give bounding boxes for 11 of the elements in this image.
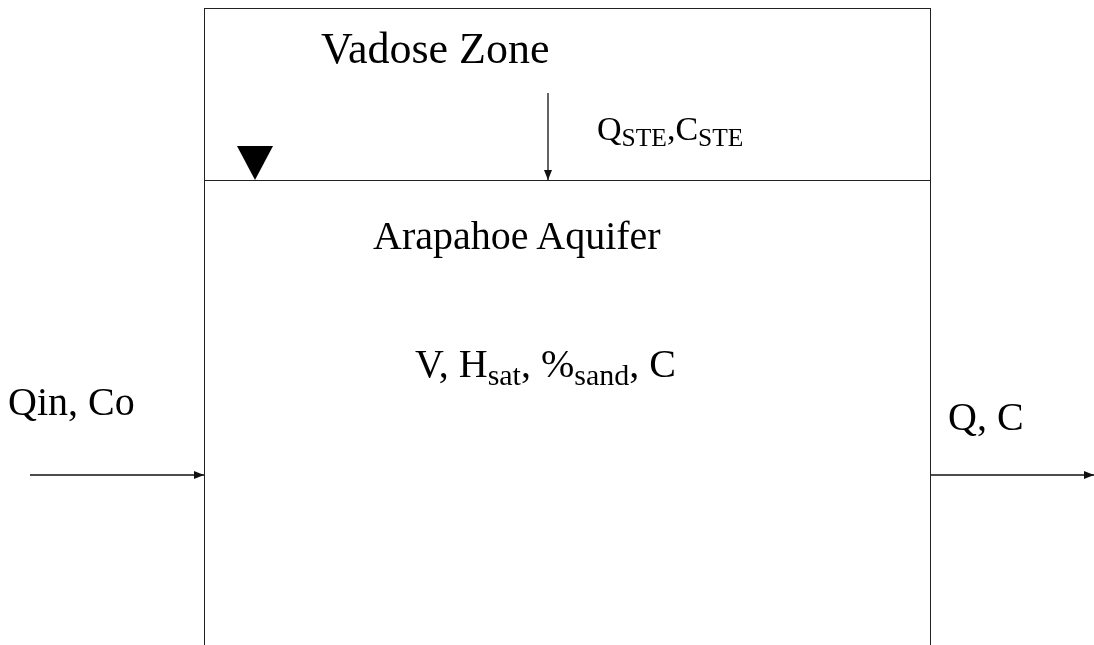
arrow (930, 471, 1094, 479)
zone-box (204, 8, 931, 181)
aquifer-box (204, 180, 931, 645)
parameter-list: V, H$_{sat}$, %$_{sand}$, C (415, 344, 676, 384)
edge-label: Qin, Co (8, 382, 135, 422)
edge-label: Q$_{STE}$,C$_{STE}$ (597, 112, 744, 146)
zone-title: Vadose Zone (321, 27, 550, 71)
arrow (544, 92, 552, 181)
edge-label: Q, C (948, 397, 1024, 437)
zone-title: Arapahoe Aquifer (373, 216, 661, 256)
arrow (29, 471, 205, 479)
